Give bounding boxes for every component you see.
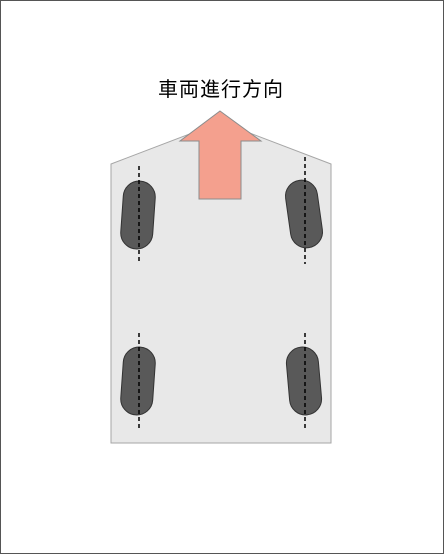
direction-arrow <box>178 110 263 200</box>
front-right-wheel <box>284 157 324 264</box>
direction-label: 車両進行方向 <box>158 77 284 101</box>
front-left-wheel <box>120 166 156 264</box>
rear-right-wheel <box>285 333 323 429</box>
rear-left-wheel <box>120 333 156 429</box>
